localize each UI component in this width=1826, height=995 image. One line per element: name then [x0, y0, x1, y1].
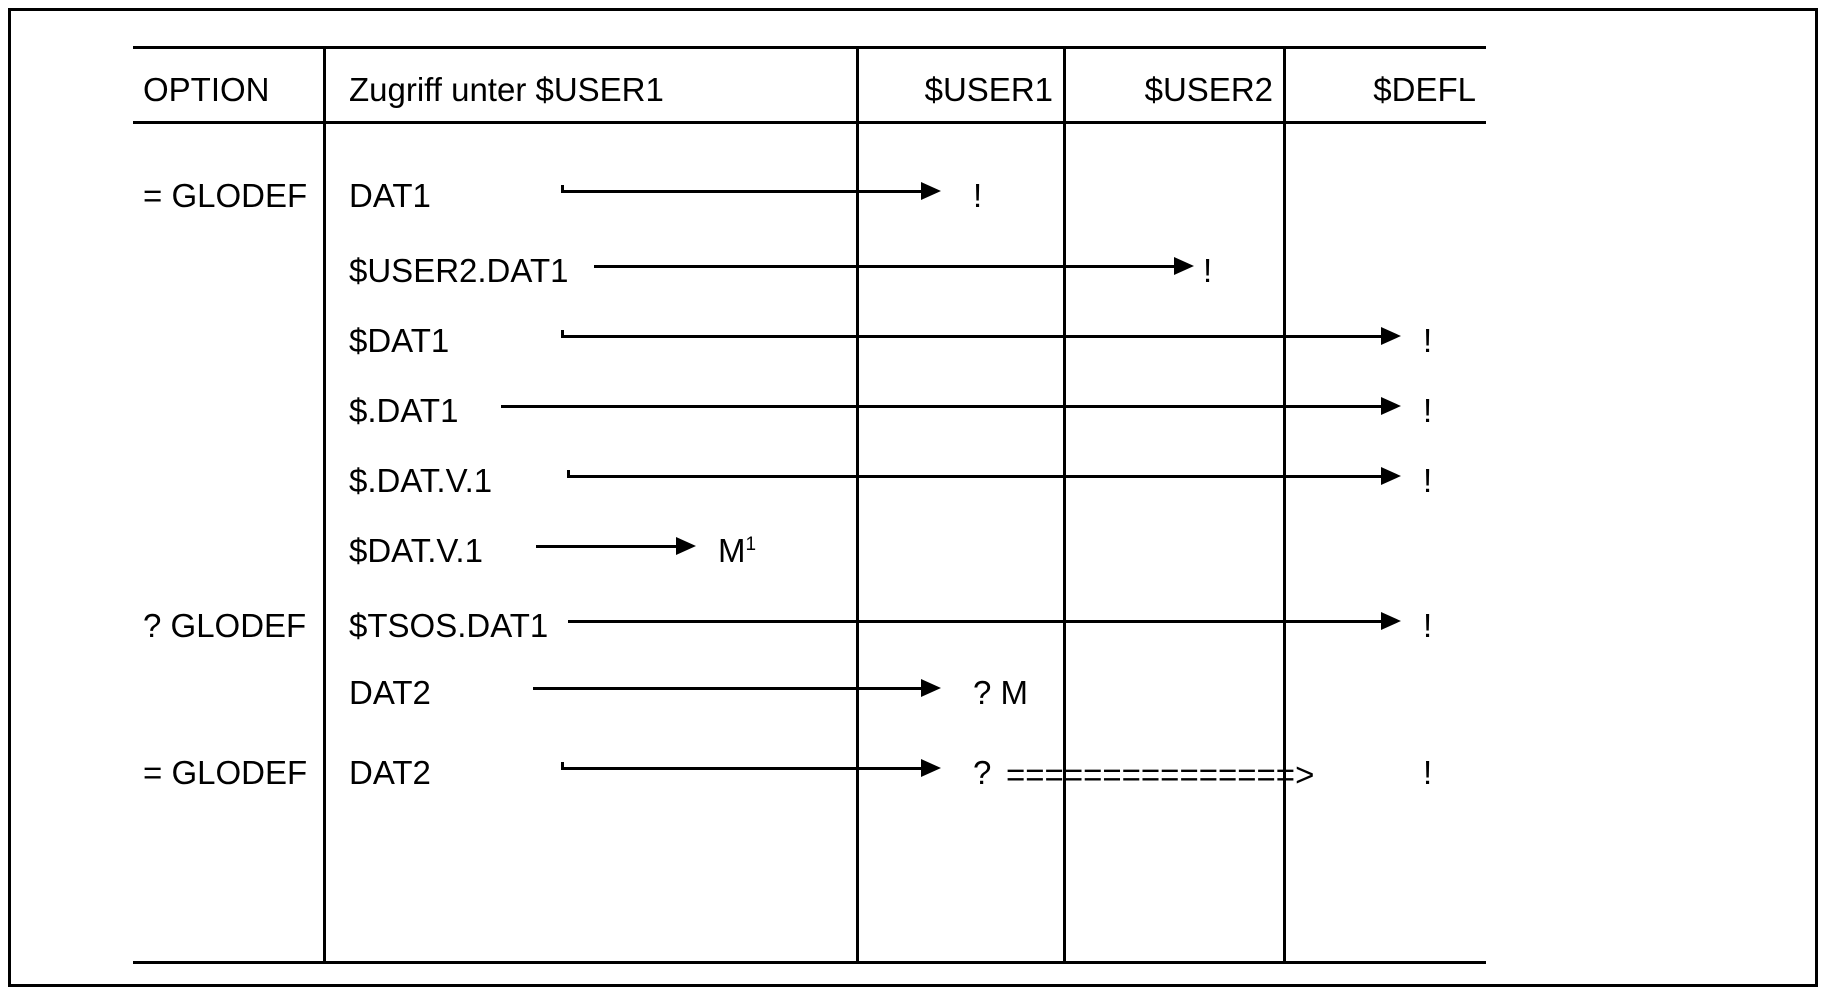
row-zugriff-2: $DAT1	[349, 322, 450, 359]
row-zugriff-7: DAT2	[349, 674, 431, 711]
row-option-0: = GLODEF	[143, 177, 308, 214]
row-zugriff-3: $.DAT1	[349, 392, 459, 429]
row-zugriff-1: $USER2.DAT1	[349, 252, 569, 289]
arrow-shaft	[567, 475, 1383, 478]
arrow-shaft	[594, 265, 1176, 268]
row-arrow-0	[561, 179, 941, 205]
arrow-tail-nib	[561, 762, 564, 770]
row-arrow-1	[594, 254, 1194, 280]
arrow-shaft	[561, 335, 1383, 338]
row-arrow-2	[561, 324, 1401, 350]
column-divider-option	[323, 46, 326, 964]
arrow-shaft	[568, 620, 1383, 623]
column-header-defl: $DEFL	[1373, 71, 1476, 108]
row-zugriff-6: $TSOS.DAT1	[349, 607, 549, 644]
row-user1-0: !	[973, 177, 983, 214]
arrow-head	[1381, 327, 1401, 345]
arrow-tail-nib	[561, 330, 564, 338]
arrow-head	[1381, 397, 1401, 415]
row-defl-2: !	[1423, 322, 1433, 359]
row-option-6: ? GLODEF	[143, 607, 307, 644]
arrow-tail-nib	[567, 470, 570, 478]
column-header-zugriff: Zugriff unter $USER1	[349, 71, 664, 108]
row-arrow-3	[501, 394, 1401, 420]
header-bottom-rule	[133, 121, 1486, 124]
row-defl-3: !	[1423, 392, 1433, 429]
arrow-shaft	[561, 190, 923, 193]
row-arrow-6	[568, 609, 1401, 635]
row-user1-7: ? M	[973, 674, 1029, 711]
column-header-option: OPTION	[143, 71, 270, 108]
row-equals-arrow-8: ===============>	[1006, 756, 1315, 793]
arrow-tail-nib	[561, 185, 564, 193]
arrow-head	[1381, 612, 1401, 630]
inline-target-superscript: 1	[745, 534, 757, 555]
arrow-head	[1381, 467, 1401, 485]
row-user2-1: !	[1203, 252, 1213, 289]
column-header-user2: $USER2	[1144, 71, 1273, 108]
inline-target-letter: M	[718, 532, 746, 569]
row-arrow-5	[536, 534, 696, 560]
column-divider-user1	[1063, 46, 1066, 964]
arrow-head	[921, 759, 941, 777]
arrow-shaft	[501, 405, 1383, 408]
table-area: OPTION Zugriff unter $USER1 $USER1 $USER…	[11, 11, 1821, 990]
arrow-head	[1174, 257, 1194, 275]
row-zugriff-8: DAT2	[349, 754, 431, 791]
row-user1-8: ?	[973, 754, 992, 791]
arrow-head	[676, 537, 696, 555]
row-option-8: = GLODEF	[143, 754, 308, 791]
arrow-head	[921, 679, 941, 697]
row-arrow-8	[561, 756, 941, 782]
table-top-rule	[133, 46, 1486, 49]
row-zugriff-4: $.DAT.V.1	[349, 462, 493, 499]
row-zugriff-5: $DAT.V.1	[349, 532, 483, 569]
row-defl-8: !	[1423, 754, 1433, 791]
row-defl-6: !	[1423, 607, 1433, 644]
column-header-user1: $USER1	[924, 71, 1053, 108]
table-bottom-rule	[133, 961, 1486, 964]
column-divider-user2	[1283, 46, 1286, 964]
arrow-head	[921, 182, 941, 200]
column-divider-zugriff	[856, 46, 859, 964]
row-inline-target-5: M1	[718, 534, 756, 567]
row-arrow-4	[567, 464, 1401, 490]
arrow-shaft	[536, 545, 678, 548]
arrow-shaft	[561, 767, 923, 770]
arrow-shaft	[533, 687, 923, 690]
figure-outer-border: OPTION Zugriff unter $USER1 $USER1 $USER…	[8, 8, 1818, 987]
row-zugriff-0: DAT1	[349, 177, 431, 214]
row-arrow-7	[533, 676, 941, 702]
row-defl-4: !	[1423, 462, 1433, 499]
